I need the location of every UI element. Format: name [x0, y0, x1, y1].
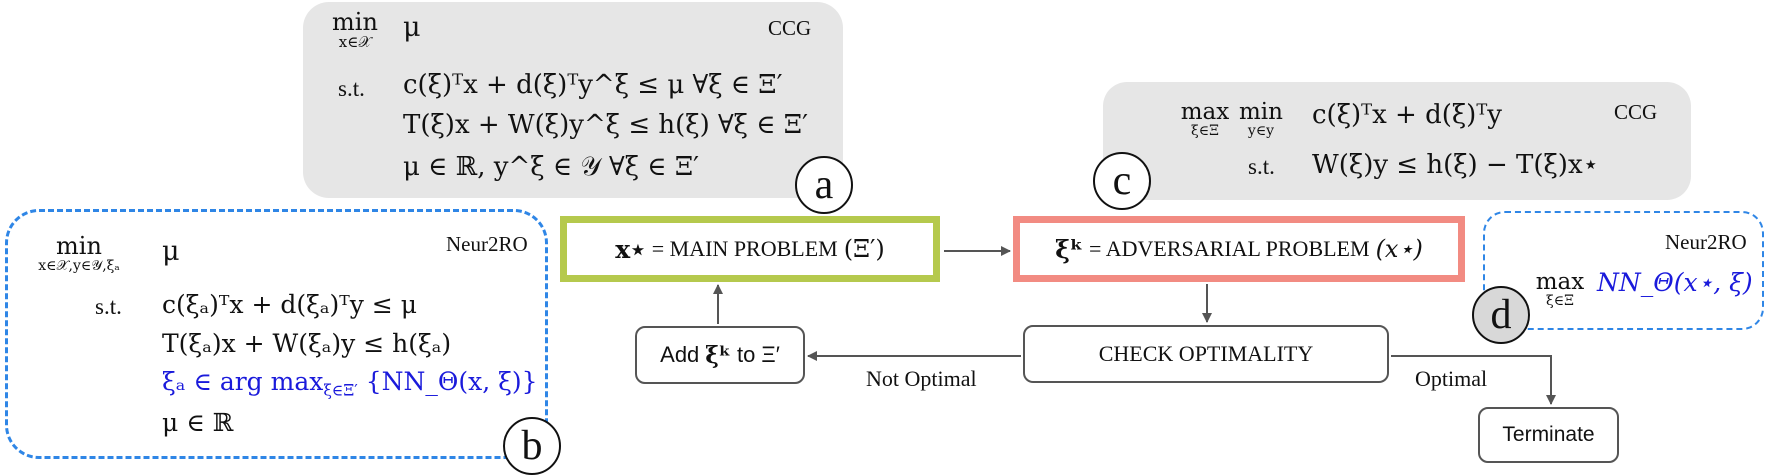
- badge-d: d: [1472, 286, 1530, 344]
- badge-a: a: [795, 156, 853, 214]
- panel-b-st: s.t.: [95, 294, 122, 319]
- not-optimal-label: Not Optimal: [866, 366, 977, 391]
- add-label: Add: [660, 342, 700, 367]
- panel-a-ccg-main-problem: [303, 2, 843, 198]
- panel-a-constraint-3: μ ∈ ℝ, y^ξ ∈ 𝒴 ∀ξ ∈ Ξ′: [403, 152, 700, 182]
- nn-term: {NN_Θ(x, ξ)}: [365, 367, 538, 396]
- panel-b-tag: Neur2RO: [446, 232, 528, 256]
- panel-d-tag: Neur2RO: [1665, 230, 1747, 254]
- main-problem-lhs: x⋆: [615, 234, 646, 264]
- arrow-check-to-terminate: [1391, 355, 1556, 405]
- main-problem-node[interactable]: x⋆ = MAIN PROBLEM (Ξ′): [560, 216, 940, 282]
- panel-d-neur2ro-adversarial: [1483, 211, 1764, 330]
- add-xi: ξᵏ: [705, 341, 731, 369]
- min-subscript: x∈𝒳: [338, 33, 372, 52]
- max-subscript: ξ∈Ξ: [1191, 123, 1219, 140]
- panel-b-neur2ro-main: [5, 209, 548, 459]
- panel-b-constraint-2: T(ξₐ)x + W(ξₐ)y ≤ h(ξₐ): [162, 329, 452, 358]
- min-operator: min: [56, 232, 102, 260]
- min-operator: min: [1239, 99, 1283, 125]
- panel-d-objective: NN_Θ(x⋆, ξ): [1597, 268, 1753, 297]
- main-problem-arg: (Ξ′): [843, 235, 885, 263]
- panel-b-constraint-4: μ ∈ ℝ: [162, 408, 234, 437]
- adversarial-problem-arg: (x⋆): [1375, 235, 1423, 263]
- adversarial-problem-label: = ADVERSARIAL PROBLEM: [1089, 236, 1370, 261]
- panel-c-st: s.t.: [1248, 154, 1275, 179]
- panel-b-objective: μ: [162, 236, 180, 267]
- min-operator: min: [332, 8, 378, 36]
- main-problem-label: = MAIN PROBLEM: [651, 236, 838, 261]
- panel-c-objective: c(ξ)ᵀx + d(ξ)ᵀy: [1312, 100, 1502, 130]
- panel-b-constraint-1: c(ξₐ)ᵀx + d(ξₐ)ᵀy ≤ μ: [162, 290, 417, 319]
- max-operator: max: [1535, 269, 1585, 295]
- max-subscript: ξ∈Ξ: [1546, 293, 1574, 310]
- optimal-label: Optimal: [1415, 366, 1488, 391]
- argmax-subscript: ξ∈Ξ′: [323, 381, 358, 400]
- adversarial-problem-node[interactable]: ξᵏ = ADVERSARIAL PROBLEM (x⋆): [1013, 216, 1465, 282]
- add-to-label: to Ξ′: [736, 342, 780, 367]
- panel-a-objective-operator: min x∈𝒳: [325, 8, 385, 52]
- panel-c-ccg-adversarial: [1103, 82, 1691, 200]
- min-subscript: x∈𝒳,y∈𝒴,ξₐ: [38, 258, 120, 275]
- add-xi-node[interactable]: Add ξᵏ to Ξ′: [635, 326, 805, 384]
- badge-c: c: [1093, 152, 1151, 210]
- panel-b-objective-operator: min x∈𝒳,y∈𝒴,ξₐ: [18, 232, 140, 275]
- panel-a-objective: μ: [403, 12, 421, 43]
- panel-a-constraint-2: T(ξ)x + W(ξ)y^ξ ≤ h(ξ) ∀ξ ∈ Ξ′: [403, 110, 808, 140]
- panel-c-operator-min: min y∈y: [1234, 100, 1288, 139]
- check-optimality-label: CHECK OPTIMALITY: [1098, 341, 1314, 366]
- panel-a-tag: CCG: [768, 16, 812, 40]
- terminate-node[interactable]: Terminate: [1478, 407, 1619, 463]
- panel-b-constraint-3: ξₐ ∈ arg maxξ∈Ξ′ {NN_Θ(x, ξ)}: [162, 367, 538, 399]
- min-subscript: y∈y: [1247, 123, 1275, 140]
- check-optimality-node[interactable]: CHECK OPTIMALITY: [1023, 325, 1389, 383]
- panel-a-st: s.t.: [338, 76, 365, 101]
- panel-c-constraint: W(ξ)y ≤ h(ξ) − T(ξ)x⋆: [1312, 150, 1599, 180]
- max-operator: max: [1180, 99, 1230, 125]
- panel-c-tag: CCG: [1614, 100, 1658, 124]
- panel-d-operator: max ξ∈Ξ: [1533, 270, 1587, 309]
- panel-a-constraint-1: c(ξ)ᵀx + d(ξ)ᵀy^ξ ≤ μ ∀ξ ∈ Ξ′: [403, 70, 783, 100]
- argmax-text: ξₐ ∈ arg max: [162, 367, 324, 396]
- terminate-label: Terminate: [1502, 423, 1595, 446]
- panel-c-operator-max: max ξ∈Ξ: [1178, 100, 1232, 139]
- adversarial-problem-lhs: ξᵏ: [1055, 234, 1084, 264]
